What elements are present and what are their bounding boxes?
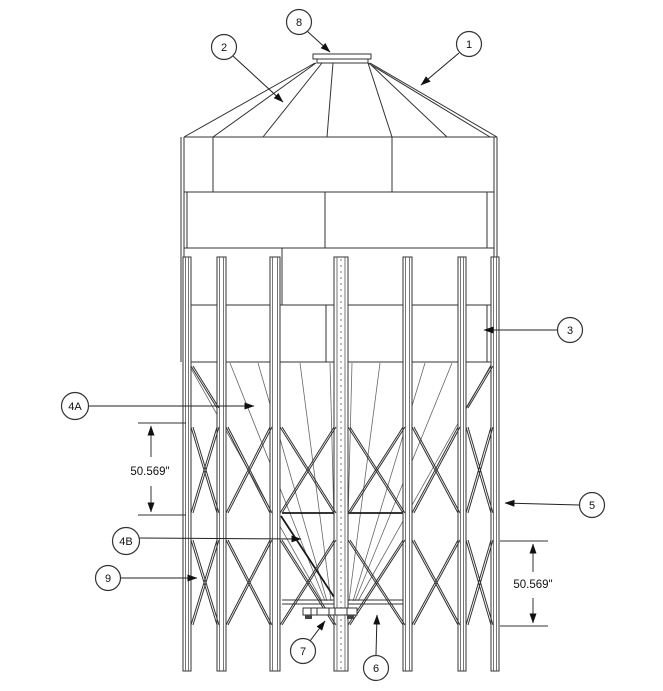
- roof-cap-lid: [312, 53, 372, 60]
- leg-7-flanges: [493, 257, 497, 671]
- roof-cap-collar: [316, 58, 369, 64]
- callout-leaders: [88, 30, 580, 656]
- callout-balloon-4b: [111, 526, 141, 556]
- callout-balloon-6: [362, 654, 390, 682]
- callout-balloon-4a: [60, 391, 90, 421]
- callout-label-7: 7: [300, 646, 306, 658]
- dimension-right-value: 50.569": [513, 579, 552, 591]
- callout-balloon-1: [455, 30, 483, 58]
- leader-7: [309, 620, 326, 642]
- hopper-stiffener-diagonal: [280, 515, 335, 598]
- leg-2: [216, 256, 227, 672]
- x-bracing: [190, 365, 494, 626]
- callout-balloon-5: [578, 491, 606, 519]
- callout-label-6: 6: [373, 663, 379, 675]
- leg-1-flanges: [185, 257, 189, 671]
- callout-balloon-2: [210, 33, 238, 61]
- leg-5: [402, 256, 413, 672]
- callout-label-8: 8: [296, 17, 302, 29]
- callout-label-2: 2: [221, 42, 227, 54]
- dimension-left-value: 50.569": [130, 466, 169, 478]
- sidewall-ring-seams: [184, 191, 494, 363]
- leg-6-flanges: [460, 257, 464, 671]
- leader-2: [232, 55, 284, 103]
- leader-4b: [138, 535, 302, 543]
- leg-6: [457, 256, 467, 672]
- leader-6: [373, 614, 381, 656]
- callout-balloon-9: [94, 564, 122, 592]
- leader-1: [420, 52, 460, 86]
- callout-balloon-8: [285, 8, 313, 36]
- callout-label-1: 1: [466, 39, 472, 51]
- outlet-assembly: [302, 607, 358, 619]
- dimension-left: 50.569": [130, 422, 186, 516]
- dimension-right: 50.569": [500, 540, 553, 627]
- sidewall-section: [180, 137, 498, 363]
- sidewall-vertical-seams: [186, 137, 488, 362]
- callout-label-3: 3: [567, 325, 573, 337]
- outlet-foot-left: [305, 615, 312, 619]
- leg-3-flanges: [272, 257, 278, 671]
- roof-right-silhouette: [369, 62, 498, 138]
- callout-label-9: 9: [105, 573, 111, 585]
- outlet-flange: [302, 607, 358, 616]
- brace-rods: [190, 365, 492, 626]
- callout-label-4b: 4B: [119, 536, 132, 548]
- dimension-left-extension-lines: [138, 422, 186, 516]
- leg-5-flanges: [405, 257, 410, 671]
- callout-balloon-3: [556, 316, 584, 344]
- callout-balloon-7: [289, 637, 317, 665]
- callout-label-5: 5: [589, 500, 595, 512]
- roof-section: [183, 53, 498, 138]
- outlet-foot-right: [347, 615, 354, 619]
- callout-balloons: 1 2 3 4A 4B 5 6 7 8 9: [60, 8, 606, 682]
- leader-5: [504, 499, 580, 507]
- leg-4-flanges: [336, 257, 346, 671]
- leg-7: [490, 256, 500, 672]
- dimension-right-extension-lines: [500, 540, 548, 627]
- sidewall-edges: [180, 137, 498, 362]
- leg-3: [269, 256, 281, 672]
- leg-1: [182, 256, 192, 672]
- outlet-flange-bolts: [310, 608, 348, 615]
- leg-2-flanges: [219, 257, 224, 671]
- leg-columns: [182, 256, 500, 672]
- leader-8: [306, 30, 331, 53]
- callout-label-4a: 4A: [68, 401, 82, 413]
- roof-panel-seams: [183, 62, 491, 138]
